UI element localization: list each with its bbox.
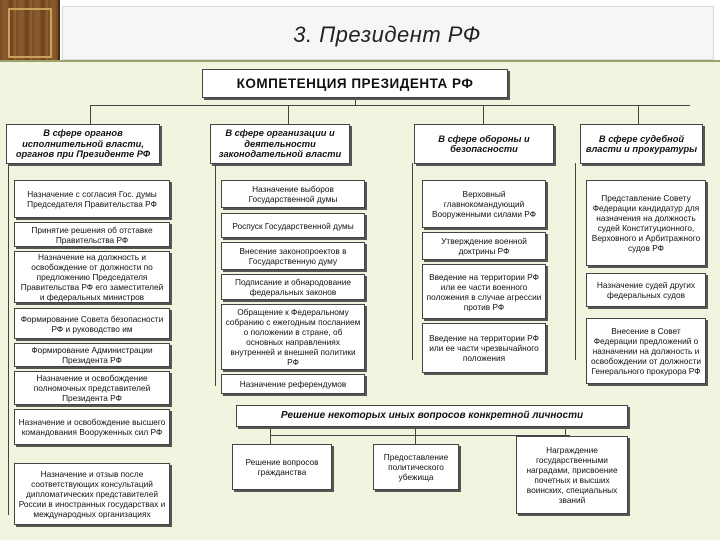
root-box: КОМПЕТЕНЦИЯ ПРЕЗИДЕНТА РФ [202, 69, 508, 98]
defense-item: Введение на территории РФ или ее части ч… [422, 323, 546, 373]
legislative-item: Внесение законопроектов в Государственну… [221, 242, 365, 270]
connector [483, 105, 484, 125]
exec-item: Назначение с согласия Гос. думы Председа… [14, 180, 170, 218]
connector [412, 163, 413, 360]
decorative-wood-panel [0, 0, 60, 62]
connector [415, 426, 416, 444]
category-executive: В сфере органов исполнительной власти, о… [6, 124, 160, 164]
defense-item: Верховный главнокомандующий Вооруженными… [422, 180, 546, 228]
connector [90, 105, 91, 125]
exec-item: Формирование Совета безопасности РФ и ру… [14, 308, 170, 339]
judicial-item: Представление Совету Федерации кандидату… [586, 180, 706, 266]
exec-item: Принятие решения об отставке Правительст… [14, 222, 170, 247]
page-title: 3. Президент РФ [293, 22, 481, 47]
personal-item: Предоставление политического убежища [373, 444, 459, 490]
judicial-item: Назначение судей других федеральных судо… [586, 273, 706, 307]
connector [355, 98, 356, 105]
title-bar: 3. Президент РФ [0, 0, 720, 62]
legislative-item: Назначение выборов Государственной думы [221, 180, 365, 208]
personal-item: Награждение государственными наградами, … [516, 436, 628, 514]
connector [270, 426, 271, 444]
defense-item: Введение на территории РФ или ее части в… [422, 264, 546, 319]
category-defense: В сфере обороны и безопасности [414, 124, 554, 164]
exec-item: Назначение на должность и освобождение о… [14, 251, 170, 303]
connector [8, 163, 9, 515]
exec-item: Назначение и освобождение полномочных пр… [14, 371, 170, 405]
connector [288, 105, 289, 125]
judicial-item: Внесение в Совет Федерации предложений о… [586, 318, 706, 384]
exec-item: Назначение и освобождение высшего команд… [14, 409, 170, 445]
connector [215, 163, 216, 386]
category-judicial: В сфере судебной власти и прокуратуры [580, 124, 703, 164]
exec-item: Назначение и отзыв после соответствующих… [14, 463, 170, 525]
exec-item: Формирование Администрации Президента РФ [14, 343, 170, 367]
category-legislative: В сфере организации и деятельности закон… [210, 124, 350, 164]
connector [575, 163, 576, 360]
legislative-item: Обращение к Федеральному собранию с ежег… [221, 304, 365, 370]
legislative-item: Назначение референдумов [221, 374, 365, 394]
personal-issues-header: Решение некоторых иных вопросов конкретн… [236, 405, 628, 427]
legislative-item: Подписание и обнародование федеральных з… [221, 274, 365, 300]
title-panel [62, 6, 714, 60]
title-rule [0, 60, 720, 62]
connector [270, 435, 570, 436]
connector [638, 105, 639, 125]
defense-item: Утверждение военной доктрины РФ [422, 232, 546, 260]
legislative-item: Роспуск Государственной думы [221, 213, 365, 238]
connector [565, 426, 566, 436]
personal-item: Решение вопросов гражданства [232, 444, 332, 490]
connector [90, 105, 690, 106]
